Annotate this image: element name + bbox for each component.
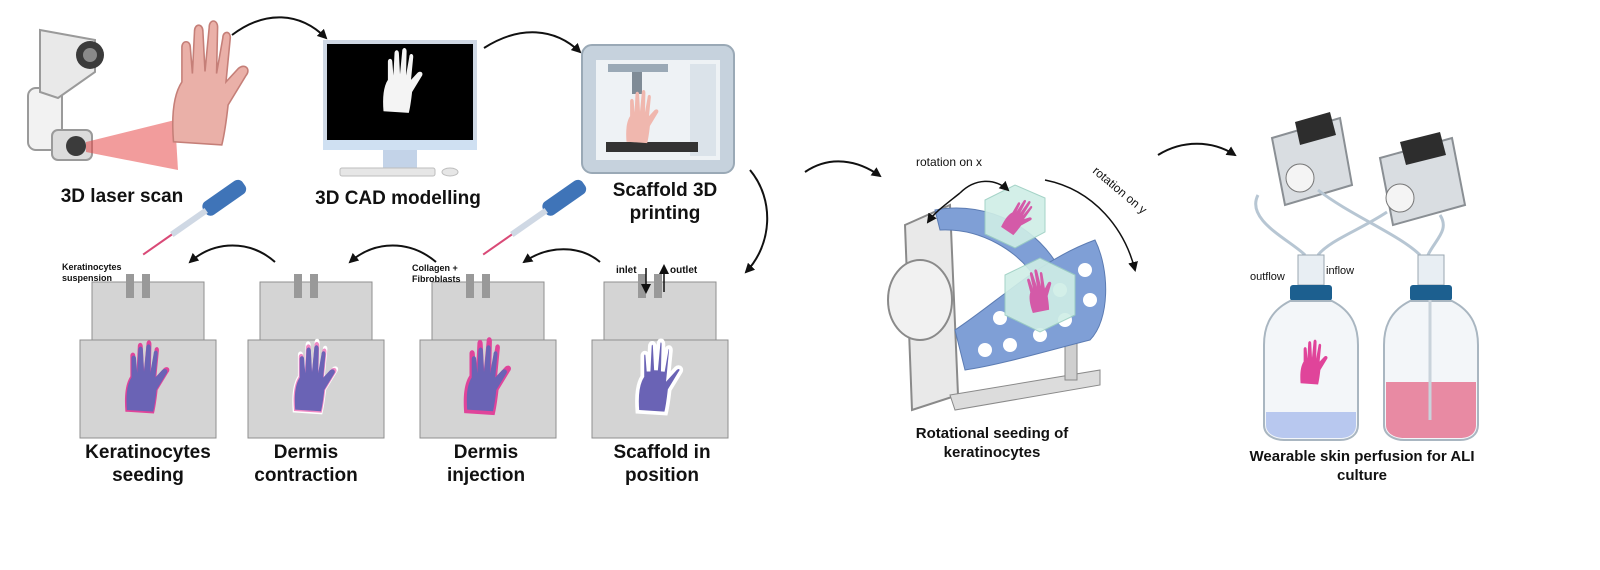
- arrow-scan-to-cad: [231, 16, 328, 40]
- arrow-to-perfusion: [1157, 142, 1237, 157]
- arrow-to-rotator: [804, 160, 882, 178]
- pipette-icon: [482, 179, 587, 256]
- peristaltic-pump-icon: [1270, 112, 1354, 207]
- collagen-label-2: Fibroblasts: [412, 274, 461, 284]
- pipette-icon: [142, 179, 247, 256]
- kera-label-1: Keratinocytes: [62, 262, 122, 272]
- inflow-label: inflow: [1326, 265, 1354, 277]
- outlet-label: outlet: [670, 265, 698, 276]
- mold-dermis-injection: [419, 274, 557, 439]
- step-label-scaffold-1: Scaffold in: [613, 442, 710, 463]
- step-label-seeding-2: seeding: [112, 465, 184, 486]
- 3d-printer-icon: [581, 44, 735, 174]
- culture-bottle-icon: [1383, 254, 1479, 441]
- step-label-scan: 3D laser scan: [61, 186, 184, 207]
- step-label-injection-2: injection: [447, 465, 525, 486]
- step-label-perfusion-2: culture: [1337, 467, 1387, 484]
- mold-scaffold-in-position: [591, 274, 729, 439]
- mold-keratinocytes-seeding: [79, 274, 217, 439]
- culture-bottle-icon: [1263, 254, 1359, 441]
- arrow-print-to-scaffold: [744, 169, 769, 274]
- tube-rotator-icon: [887, 184, 1107, 412]
- peristaltic-pump-icon: [1378, 132, 1467, 227]
- outflow-label: outflow: [1250, 271, 1285, 283]
- step-label-rotational-1: Rotational seeding of: [916, 425, 1070, 442]
- rotation-x-label: rotation on x: [916, 155, 982, 169]
- collagen-label-1: Collagen +: [412, 263, 458, 273]
- step-label-scaffold-2: position: [625, 465, 699, 486]
- monitor-icon: [323, 40, 477, 177]
- step-label-seeding-1: Keratinocytes: [85, 442, 211, 463]
- hand-icon: [171, 20, 249, 146]
- step-label-cad: 3D CAD modelling: [315, 188, 481, 209]
- step-label-contraction-1: Dermis: [274, 442, 338, 463]
- step-label-rotational-2: keratinocytes: [944, 444, 1041, 461]
- inlet-label: inlet: [616, 265, 637, 276]
- step-label-contraction-2: contraction: [254, 465, 357, 486]
- mold-dermis-contraction: [247, 274, 385, 439]
- arrow-cad-to-print: [483, 31, 582, 54]
- laser-scanner-icon: [27, 28, 178, 170]
- step-label-print-2: printing: [630, 203, 701, 224]
- kera-label-2: suspension: [62, 273, 112, 283]
- step-label-injection-1: Dermis: [454, 442, 518, 463]
- step-label-print-1: Scaffold 3D: [613, 180, 718, 201]
- step-label-perfusion-1: Wearable skin perfusion for ALI: [1249, 448, 1474, 465]
- rotation-y-label: rotation on y: [1090, 164, 1150, 217]
